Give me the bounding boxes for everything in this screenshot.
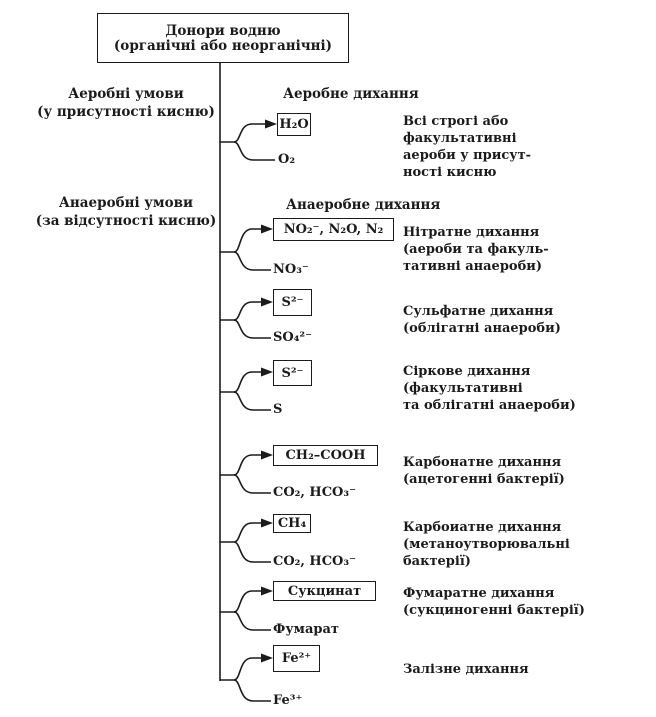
arrowhead-icon: [261, 367, 273, 377]
description-line: тативні анаероби): [403, 259, 543, 274]
product-box-methane: CH₄: [273, 514, 311, 533]
substrate-label-carbonate-2: CO₂, HCO₃⁻: [273, 554, 356, 569]
branch-substrate-line: [233, 391, 271, 411]
branch-arrow-line: [220, 454, 264, 476]
branch-substrate-line: [233, 251, 271, 271]
product-box-nitrogen: NO₂⁻, N₂O, N₂: [273, 218, 394, 241]
arrowhead-icon: [261, 518, 273, 528]
aerobic-conditions: Аеробні умови (у присутності кисню): [31, 85, 221, 121]
description-line: Всі строгі або: [403, 114, 509, 129]
description-line: аероби у присут-: [403, 148, 532, 163]
product-box-sulfide-2: S²⁻: [273, 360, 312, 386]
description-line: бактерії): [403, 554, 471, 569]
description-fumarate: Фумаратне дихання (сукциногенні бактерії…: [403, 585, 585, 619]
aerobic-conditions-subtitle: (у присутності кисню): [37, 104, 215, 120]
hydrogen-donors-subtitle: (органічні або неорганічні): [113, 38, 333, 54]
arrowhead-icon: [265, 119, 277, 129]
branch-arrow-line: [220, 590, 264, 613]
branch-arrow-line: [220, 123, 268, 143]
product-box-sulfide: S²⁻: [273, 289, 312, 316]
substrate-label-iron: Fe³⁺: [273, 693, 303, 708]
description-line: (метаноутворювальні: [403, 537, 570, 552]
product-box-h2o: H₂O: [277, 113, 311, 136]
description-line: Залізне дихання: [403, 662, 529, 677]
description-line: (облігатні анаероби): [403, 321, 561, 336]
branch-arrow-line: [220, 301, 264, 321]
branch-substrate-line: [233, 541, 271, 563]
branch-substrate-line: [233, 679, 271, 702]
anaerobic-conditions-title: Анаеробні умови: [58, 195, 194, 211]
description-line: Карбонатне дихання: [403, 455, 562, 470]
arrowhead-icon: [261, 653, 273, 663]
hydrogen-donors-title: Донори водню: [165, 23, 281, 39]
description-line: Сіркове дихання: [403, 364, 531, 379]
substrate-label-sulfate: SO₄²⁻: [273, 330, 312, 345]
description-line: (сукциногенні бактерії): [403, 603, 585, 618]
description-sulfate: Сульфатне дихання (облігатні анаероби): [403, 303, 561, 337]
branch-arrow-line: [220, 371, 264, 393]
branch-arrow-line: [220, 657, 264, 681]
description-line: та облігатні анаероби): [403, 398, 576, 413]
description-line: факультативні: [403, 131, 517, 146]
branch-substrate-line: [233, 319, 271, 339]
description-line: ності кисню: [403, 165, 497, 180]
branch-arrow-line: [220, 228, 264, 253]
description-line: Нітратне дихання: [403, 225, 540, 240]
description-line: Сульфатне дихання: [403, 304, 554, 319]
branch-substrate-line: [233, 611, 271, 631]
arrowhead-icon: [261, 297, 273, 307]
anaerobic-conditions-subtitle: (за відсутності кисню): [35, 213, 217, 229]
aerobic-respiration-header: Аеробне дихання: [283, 86, 419, 102]
branch-substrate-line: [233, 474, 271, 494]
anaerobic-conditions: Анаеробні умови (за відсутності кисню): [31, 194, 221, 230]
branch-arrow-line: [220, 522, 264, 543]
description-nitrate: Нітратне дихання (аероби та факуль- тати…: [403, 224, 549, 275]
arrowhead-icon: [261, 224, 273, 234]
aerobic-conditions-title: Аеробні умови: [68, 86, 184, 102]
product-box-iron: Fe²⁺: [273, 645, 320, 672]
description-iron: Залізне дихання: [403, 661, 529, 678]
substrate-label-o2: O₂: [278, 152, 296, 167]
substrate-label-nitrate: NO₃⁻: [273, 262, 309, 277]
hydrogen-donors-box: Донори водню (органічні або неорганічні): [97, 13, 349, 63]
description-line: (ацетогенні бактерії): [403, 472, 565, 487]
description-carbonate-methanogenic: Карбоиатне дихання (метаноутворювальні б…: [403, 519, 570, 570]
arrowhead-icon: [261, 450, 273, 460]
description-line: (факультативні: [403, 381, 523, 396]
substrate-label-fumarate: Фумарат: [273, 622, 339, 637]
product-box-acetate: CH₂–COOH: [273, 445, 378, 466]
description-line: Фумаратне дихання: [403, 586, 555, 601]
arrowhead-icon: [261, 586, 273, 596]
description-aerobic: Всі строгі або факультативні аероби у пр…: [403, 113, 531, 181]
substrate-label-carbonate: CO₂, HCO₃⁻: [273, 485, 356, 500]
description-line: Карбоиатне дихання: [403, 520, 562, 535]
description-line: (аероби та факуль-: [403, 242, 549, 257]
substrate-label-sulfur: S: [273, 402, 283, 417]
product-box-succinate: Сукцинат: [273, 581, 376, 601]
anaerobic-respiration-header: Анаеробне дихання: [286, 197, 441, 213]
description-carbonate-acetogenic: Карбонатне дихання (ацетогенні бактерії): [403, 454, 565, 488]
description-sulfur: Сіркове дихання (факультативні та обліга…: [403, 363, 576, 414]
branch-substrate-line: [233, 141, 275, 161]
